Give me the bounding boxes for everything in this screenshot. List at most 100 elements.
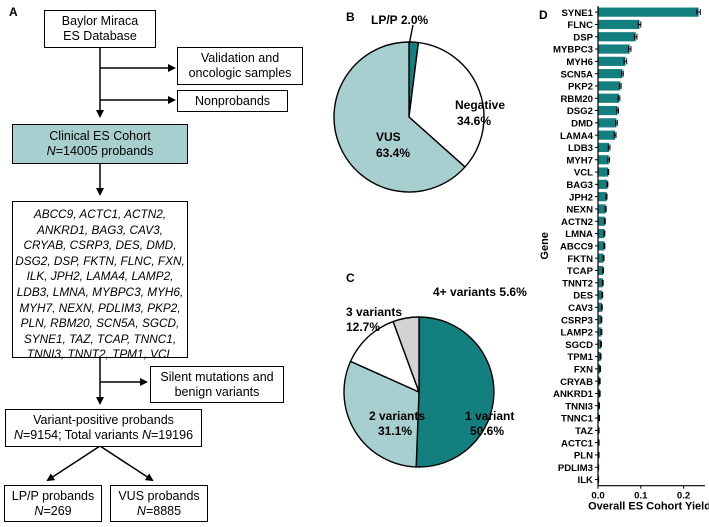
lp-probands-box: LP/P probands N=269 bbox=[4, 485, 102, 522]
errorbar-ldb3 bbox=[607, 144, 611, 151]
errorbar-actn2 bbox=[603, 218, 606, 225]
errorbar-dsp bbox=[633, 33, 638, 40]
errorbar-dsg2 bbox=[616, 107, 620, 114]
ytick-label-fxn: FXN bbox=[574, 364, 593, 375]
pie-b-leader-line bbox=[408, 24, 414, 46]
errorbar-abcc9 bbox=[603, 242, 606, 249]
lp-probands-title: LP/P probands bbox=[11, 488, 95, 503]
nonprobands-box: Nonprobands bbox=[177, 90, 288, 112]
ytick-label-myh7: MYH7 bbox=[566, 155, 593, 166]
ytick-label-syne1: SYNE1 bbox=[562, 8, 594, 19]
cohort-title: Clinical ES Cohort bbox=[49, 129, 151, 143]
pie-b-pct-negative: 34.6% bbox=[457, 114, 491, 128]
variant-positive-title: Variant-positive probands bbox=[33, 413, 174, 427]
ytick-label-pkp2: PKP2 bbox=[568, 82, 593, 93]
errorbar-ankrd1 bbox=[598, 390, 601, 397]
ytick-label-lama4: LAMA4 bbox=[560, 131, 594, 142]
bar-fxn bbox=[598, 364, 601, 374]
bar-syne1 bbox=[598, 7, 699, 17]
xtick-label: 0.1 bbox=[634, 491, 648, 502]
bar-csrp3 bbox=[598, 315, 602, 325]
database-line-1: Baylor Miraca bbox=[61, 14, 139, 28]
panel-letter-b: B bbox=[346, 10, 355, 24]
bar-jph2 bbox=[598, 192, 607, 202]
ytick-label-ankrd1: ANKRD1 bbox=[553, 389, 594, 400]
pie-c-pct-3: 12.7% bbox=[346, 320, 380, 334]
bar-abcc9 bbox=[598, 241, 605, 251]
ytick-label-lamp2: LAMP2 bbox=[560, 328, 593, 339]
pie-b-label-negative: Negative bbox=[455, 98, 505, 112]
ytick-label-jph2: JPH2 bbox=[569, 192, 593, 203]
panel-letter-d: D bbox=[539, 8, 548, 22]
ytick-label-dsg2: DSG2 bbox=[567, 106, 593, 117]
lp-probands-count: N=269 bbox=[34, 503, 72, 518]
gene-line: LDB3, LMNA, MYBPC3, MYH6, bbox=[16, 284, 184, 299]
bar-pkp2 bbox=[598, 81, 621, 91]
errorbar-tpm1 bbox=[599, 353, 602, 360]
pie-c-pct-2: 31.1% bbox=[378, 424, 412, 438]
ytick-label-tcap: TCAP bbox=[567, 266, 594, 277]
errorbar-bag3 bbox=[606, 181, 609, 188]
errorbar-fktn bbox=[602, 255, 605, 262]
pie-c-slice-2 bbox=[349, 320, 421, 394]
bar-tnnt2 bbox=[598, 278, 603, 288]
database-box: Baylor Miraca ES Database bbox=[44, 10, 156, 48]
gene-line: DSG2, DSP, FKTN, FLNC, FXN, bbox=[15, 253, 185, 268]
bar-chart-xlabel: Overall ES Cohort Yield bbox=[588, 501, 709, 513]
errorbar-jph2 bbox=[605, 193, 608, 200]
ytick-label-des: DES bbox=[573, 291, 593, 302]
errorbar-lmna bbox=[603, 230, 606, 237]
gene-line: MYH7, NEXN, PDLIM3, PKP2, bbox=[19, 300, 181, 315]
cohort-count: N=14005 probands bbox=[46, 144, 154, 158]
ytick-label-rbm20: RBM20 bbox=[560, 94, 593, 105]
panel-letter-c: C bbox=[346, 271, 355, 285]
bar-nexn bbox=[598, 204, 606, 214]
gene-list-box: ABCC9, ACTC1, ACTN2, ANKRD1, BAG3, CAV3,… bbox=[12, 201, 188, 361]
bar-cav3 bbox=[598, 302, 602, 312]
cohort-box: Clinical ES Cohort N=14005 probands bbox=[12, 124, 188, 164]
silent-line-1: Silent mutations and bbox=[160, 369, 274, 384]
bar-mybpc3 bbox=[598, 44, 630, 54]
pie-c-label-4plus: 4+ variants 5.6% bbox=[433, 285, 527, 299]
errorbar-tnnt2 bbox=[601, 279, 604, 286]
ytick-label-vcl: VCL bbox=[574, 168, 593, 179]
gene-line: ANKRD1, BAG3, CAV3, bbox=[37, 222, 163, 237]
errorbar-flnc bbox=[637, 21, 642, 28]
ytick-label-tpm1: TPM1 bbox=[567, 352, 593, 363]
errorbar-fxn bbox=[599, 365, 602, 372]
ytick-label-nexn: NEXN bbox=[566, 205, 593, 216]
pie-c-label-3: 3 variants bbox=[346, 305, 402, 319]
ytick-label-myh6: MYH6 bbox=[566, 57, 593, 68]
pie-c-slice-1 bbox=[343, 360, 420, 468]
bar-chart-ylabel: Gene bbox=[539, 232, 551, 260]
bar-myh6 bbox=[598, 56, 626, 66]
pie-c-label-2: 2 variants bbox=[369, 409, 425, 423]
gene-line: CRYAB, CSRP3, DES, DMD, bbox=[23, 238, 177, 253]
errorbar-sgcd bbox=[600, 341, 602, 348]
variant-positive-counts: N=9154; Total variants N=19196 bbox=[13, 428, 194, 442]
bar-flnc bbox=[598, 19, 640, 30]
validation-box: Validation and oncologic samples bbox=[177, 47, 303, 85]
xtick-label: 0.2 bbox=[677, 491, 690, 502]
ytick-label-flnc: FLNC bbox=[567, 20, 593, 31]
errorbar-lamp2 bbox=[600, 328, 603, 335]
ytick-label-scn5a: SCN5A bbox=[560, 69, 593, 80]
bar-lama4 bbox=[598, 130, 616, 140]
bar-scn5a bbox=[598, 69, 623, 79]
ytick-label-dmd: DMD bbox=[571, 118, 593, 129]
ytick-label-ldb3: LDB3 bbox=[568, 143, 593, 154]
bar-ldb3 bbox=[598, 142, 610, 153]
bar-lamp2 bbox=[598, 327, 602, 337]
ytick-label-tnnc1: TNNC1 bbox=[561, 414, 594, 425]
ytick-label-cryab: CRYAB bbox=[560, 377, 593, 388]
ytick-label-fktn: FKTN bbox=[567, 254, 593, 265]
bar-dsg2 bbox=[598, 105, 618, 116]
errorbar-dmd bbox=[615, 119, 618, 126]
pie-b-label-lpp: LP/P 2.0% bbox=[371, 13, 428, 27]
ytick-label-csrp3: CSRP3 bbox=[561, 315, 593, 326]
gene-line: ABCC9, ACTC1, ACTN2, bbox=[33, 207, 167, 221]
pie-b-pct-vus: 63.4% bbox=[376, 146, 410, 160]
pie-b-slice-1 bbox=[408, 41, 485, 168]
errorbar-cryab bbox=[598, 378, 601, 385]
